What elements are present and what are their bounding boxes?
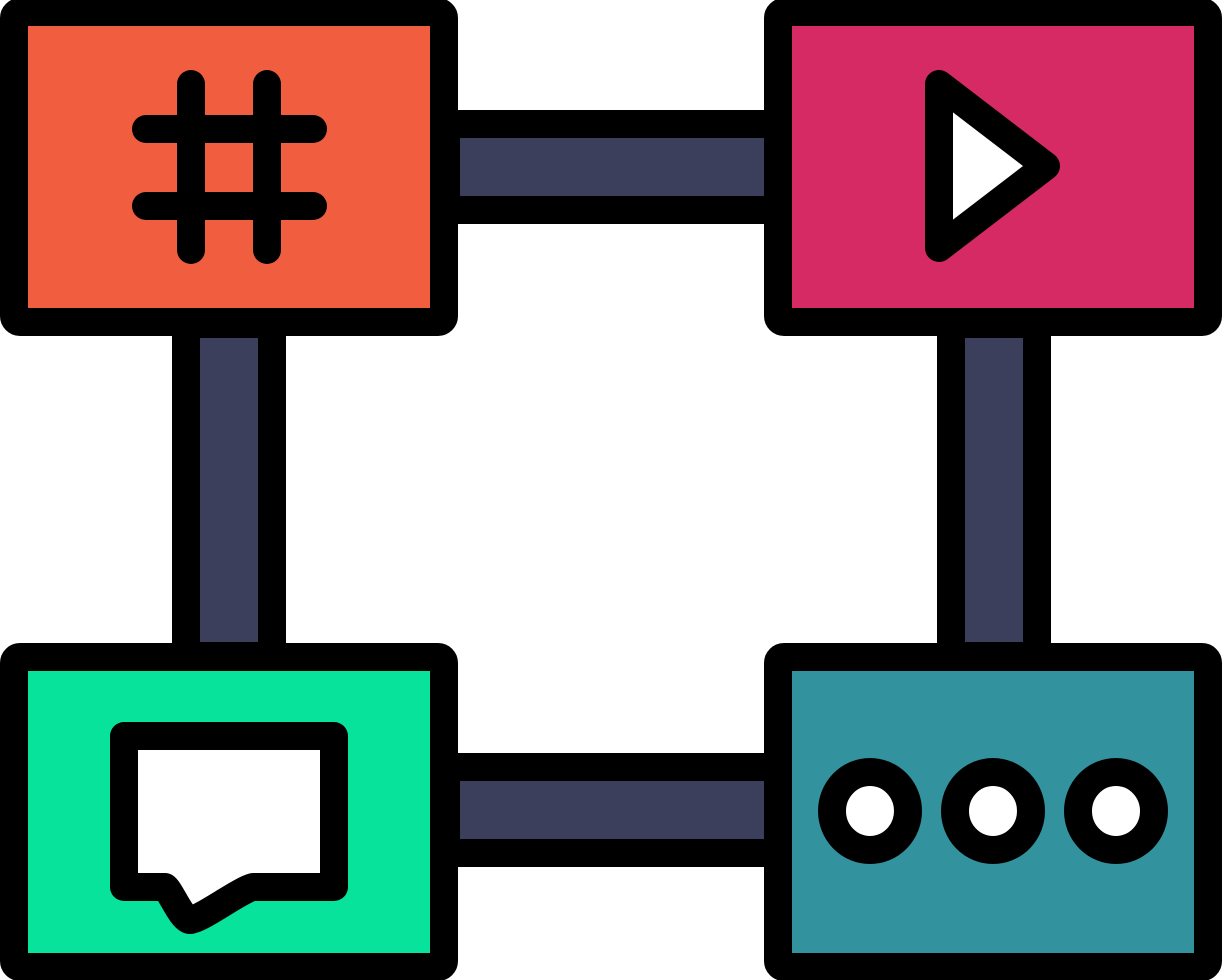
connector-bottom-shape bbox=[432, 753, 792, 867]
chat-bubble-icon bbox=[110, 722, 348, 934]
dot-1 bbox=[818, 758, 922, 864]
chat-box bbox=[0, 643, 458, 980]
connector-left bbox=[172, 310, 286, 670]
hashtag-icon bbox=[132, 70, 327, 264]
connector-right bbox=[937, 310, 1051, 670]
hashtag-box bbox=[0, 0, 458, 336]
more-dots-icon bbox=[818, 758, 1168, 864]
dot-2 bbox=[941, 758, 1045, 864]
connector-bottom bbox=[432, 753, 792, 867]
more-box bbox=[764, 643, 1222, 980]
connector-top bbox=[432, 110, 792, 224]
play-icon bbox=[925, 70, 1060, 262]
connector-right-shape bbox=[937, 310, 1051, 670]
hashtag-box-shape bbox=[0, 0, 458, 336]
connector-left-shape bbox=[172, 310, 286, 670]
dot-3 bbox=[1064, 758, 1168, 864]
play-box bbox=[764, 0, 1222, 336]
connector-top-shape bbox=[432, 110, 792, 224]
